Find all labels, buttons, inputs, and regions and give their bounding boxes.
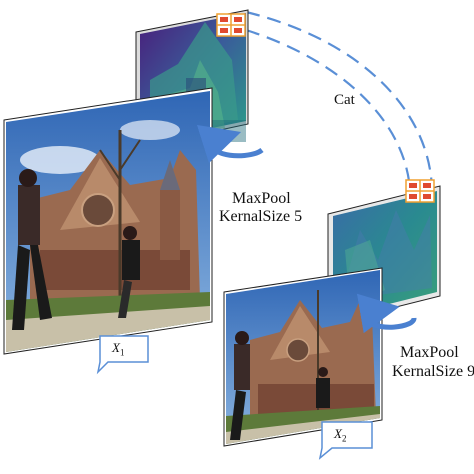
maxpool-2-label: MaxPool [400, 344, 459, 361]
x2-symbol: X [334, 426, 342, 441]
concat-arc-outer [245, 10, 434, 191]
x1-subscript: 1 [119, 347, 125, 358]
circular-arrow-icon [196, 124, 264, 164]
circular-arrow-icon [356, 293, 417, 334]
image-x2 [223, 267, 383, 447]
x2-subscript: 2 [341, 433, 347, 444]
pooling-grid-icon [405, 179, 435, 203]
kernel-size-1-label: KernalSize 5 [219, 208, 303, 225]
x2-callout-box [318, 421, 373, 460]
image-x1 [3, 87, 213, 355]
concat-arc-inner [245, 28, 412, 191]
x1-callout-box [96, 335, 149, 375]
pooling-grid-icon [216, 13, 246, 37]
x1-label: X1 [112, 340, 124, 358]
maxpool-1-label: MaxPool [232, 190, 291, 207]
concat-label: Cat [334, 92, 355, 108]
kernel-size-2-label: KernalSize 9 [392, 363, 474, 380]
x2-label: X2 [334, 426, 346, 444]
x1-symbol: X [112, 340, 120, 355]
